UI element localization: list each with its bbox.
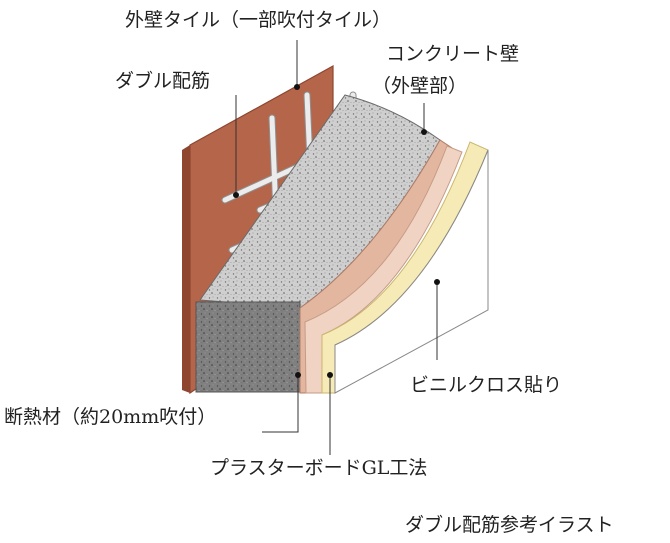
vinyl-cloth-board	[321, 141, 489, 394]
dot-vinyl-cloth	[434, 279, 440, 285]
plasterboard-layer	[304, 145, 463, 394]
board-face	[334, 149, 489, 394]
label-vinyl-cloth: ビニルクロス貼り	[410, 374, 562, 396]
dot-exterior-tile	[294, 84, 300, 90]
dot-double-rebar	[233, 192, 239, 198]
label-insulation: 断熱材（約20mm吹付）	[4, 406, 216, 428]
tile-panel-edge	[182, 145, 190, 393]
dot-concrete-wall	[421, 129, 427, 135]
concrete-wall-layer	[195, 94, 441, 393]
label-double-rebar: ダブル配筋	[115, 69, 210, 92]
dot-insulation	[295, 372, 301, 378]
plasterboard-panel	[304, 145, 463, 394]
concrete-front-face	[195, 301, 301, 393]
label-concrete-wall-line2: （外壁部）	[372, 75, 467, 97]
leader-insulation	[262, 375, 299, 433]
label-concrete-wall-line1: コンクリート壁	[386, 43, 519, 65]
labels: 外壁タイル（一部吹付タイル） ダブル配筋 コンクリート壁 （外壁部） ビニルクロ…	[4, 9, 614, 536]
dot-plasterboard	[327, 372, 333, 378]
label-plasterboard: プラスターボードGL工法	[210, 457, 427, 479]
label-caption: ダブル配筋参考イラスト	[405, 513, 614, 536]
label-exterior-tile: 外壁タイル（一部吹付タイル）	[125, 9, 391, 31]
leader-lines	[233, 40, 440, 455]
